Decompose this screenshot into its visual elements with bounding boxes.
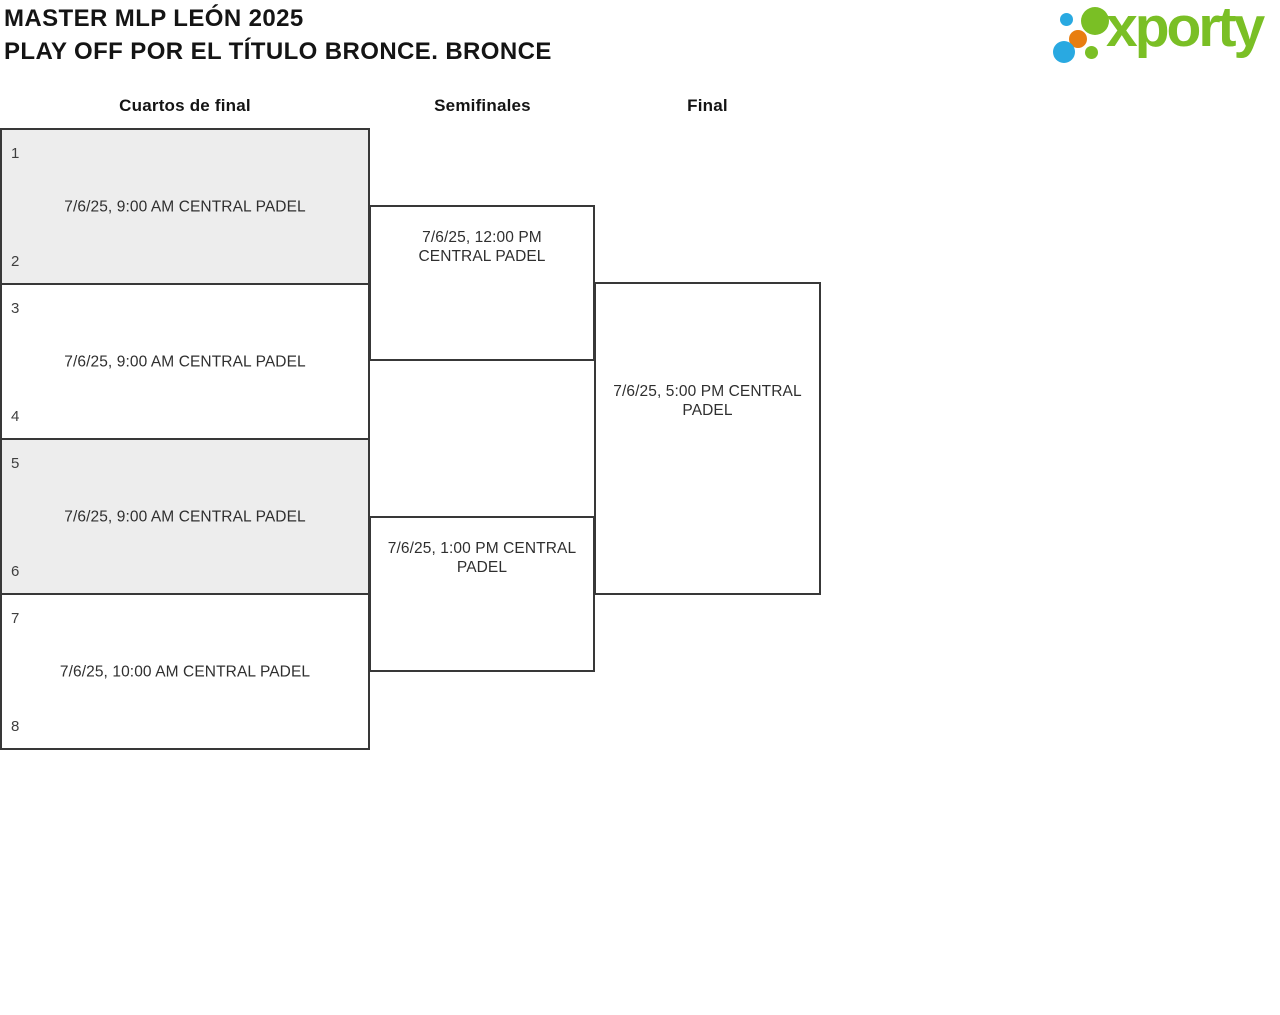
seed-number: 1 [11, 145, 20, 162]
seed-number: 6 [11, 563, 20, 580]
match-semifinal-1[interactable]: 7/6/25, 12:00 PM CENTRAL PADEL [369, 205, 595, 361]
match-schedule: 7/6/25, 1:00 PM CENTRAL PADEL [387, 540, 577, 576]
match-quarterfinal-1[interactable]: 1 7/6/25, 9:00 AM CENTRAL PADEL 2 [2, 130, 368, 283]
seed-number: 5 [11, 455, 20, 472]
match-schedule: 7/6/25, 10:00 AM CENTRAL PADEL [59, 663, 311, 680]
match-schedule: 7/6/25, 9:00 AM CENTRAL PADEL [64, 198, 306, 215]
round-label-semifinals: Semifinales [434, 96, 531, 115]
match-quarterfinal-3[interactable]: 5 7/6/25, 9:00 AM CENTRAL PADEL 6 [2, 438, 368, 593]
seed-number: 4 [11, 408, 20, 425]
round-label-final: Final [687, 96, 728, 115]
page-title: MASTER MLP LEÓN 2025 PLAY OFF POR EL TÍT… [4, 2, 552, 68]
match-quarterfinal-2[interactable]: 3 7/6/25, 9:00 AM CENTRAL PADEL 4 [2, 283, 368, 438]
match-semifinal-2[interactable]: 7/6/25, 1:00 PM CENTRAL PADEL [369, 516, 595, 672]
logo-dot-blue-big-icon [1053, 41, 1075, 63]
logo-dot-green-big-icon [1081, 7, 1109, 35]
logo-dot-green-small-icon [1085, 46, 1098, 59]
match-schedule: 7/6/25, 12:00 PM CENTRAL PADEL [418, 229, 546, 265]
match-schedule: 7/6/25, 9:00 AM CENTRAL PADEL [64, 353, 306, 370]
match-final[interactable]: 7/6/25, 5:00 PM CENTRAL PADEL [594, 282, 821, 595]
match-quarterfinal-4[interactable]: 7 7/6/25, 10:00 AM CENTRAL PADEL 8 [2, 593, 368, 748]
xporty-logo[interactable]: xporty [1050, 0, 1278, 78]
logo-dot-blue-small-icon [1060, 13, 1073, 26]
seed-number: 3 [11, 300, 20, 317]
seed-number: 8 [11, 718, 20, 735]
logo-dot-orange-icon [1069, 30, 1087, 48]
seed-number: 7 [11, 610, 20, 627]
bracket-subtitle: PLAY OFF POR EL TÍTULO BRONCE. BRONCE [4, 38, 552, 65]
round-label-quarterfinals: Cuartos de final [119, 96, 251, 115]
round-quarterfinals: 1 7/6/25, 9:00 AM CENTRAL PADEL 2 3 7/6/… [0, 128, 370, 750]
match-schedule: 7/6/25, 9:00 AM CENTRAL PADEL [64, 508, 306, 525]
match-schedule: 7/6/25, 5:00 PM CENTRAL PADEL [613, 383, 802, 419]
seed-number: 2 [11, 253, 20, 270]
tournament-name: MASTER MLP LEÓN 2025 [4, 5, 304, 32]
logo-wordmark: xporty [1106, 0, 1265, 59]
